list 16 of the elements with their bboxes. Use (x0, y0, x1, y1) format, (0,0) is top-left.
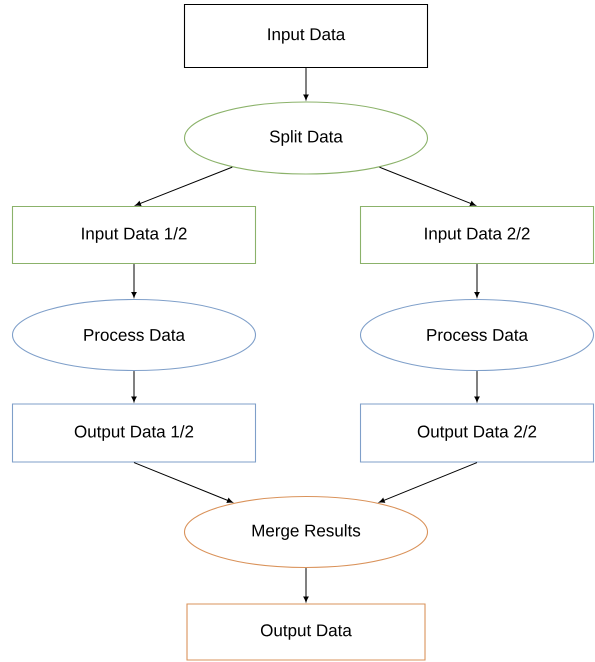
arrow (378, 166, 476, 206)
arrow (474, 264, 480, 298)
arrow (131, 264, 137, 298)
arrow (135, 166, 233, 206)
arrow (131, 370, 137, 402)
arrow (378, 462, 478, 503)
process-box: Output Data 2/2 (360, 403, 594, 463)
arrow (474, 370, 480, 402)
process-box: Input Data 1/2 (12, 206, 256, 264)
process-box: Output Data 1/2 (12, 403, 256, 463)
process-box: Input Data 2/2 (360, 206, 594, 264)
process-box: Output Data (186, 603, 426, 661)
arrow (303, 568, 309, 602)
process-box: Input Data (184, 4, 428, 68)
arrow (134, 462, 233, 503)
arrow (303, 68, 309, 100)
